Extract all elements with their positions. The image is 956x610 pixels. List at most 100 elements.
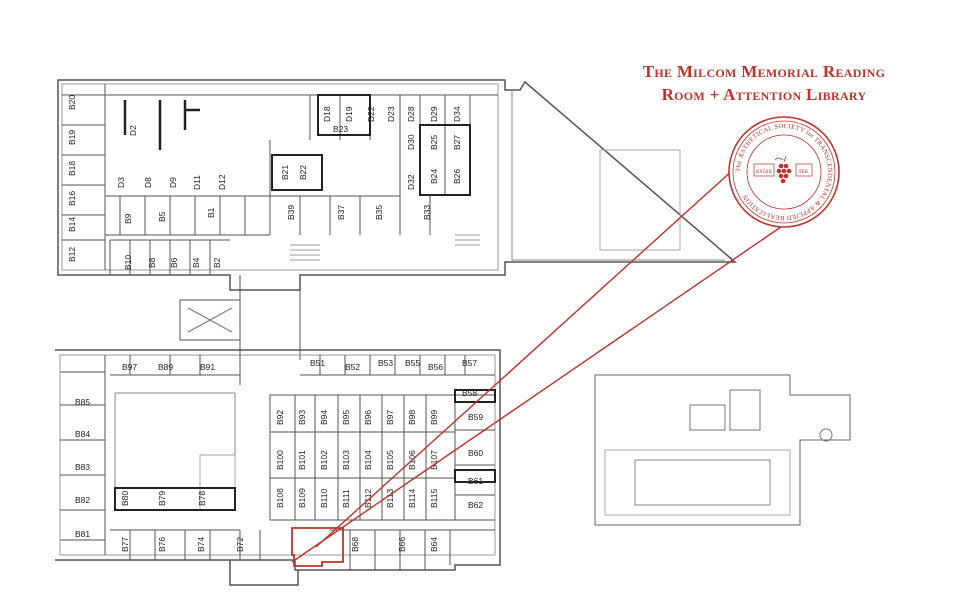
seal-left-tag: KSTAR: [756, 170, 773, 175]
room-label: B99: [429, 410, 439, 425]
room-label: B2: [212, 257, 222, 268]
room-label: B23: [333, 124, 348, 134]
room-label: D2: [128, 125, 138, 136]
room-label: B97: [122, 362, 137, 372]
map-title-line-2: Room + Attention Library: [661, 85, 867, 104]
room-label: D30: [406, 134, 416, 150]
room-label: B85: [75, 397, 90, 407]
room-label: B9: [123, 213, 133, 224]
room-label: B12: [67, 247, 77, 262]
room-label: B51: [310, 358, 325, 368]
room-label: B94: [319, 410, 329, 425]
room-label: B20: [67, 95, 77, 110]
room-label: B93: [297, 410, 307, 425]
society-seal-icon: The ÆSTHETICAL SOCIETY for TRANSCENDENTA…: [728, 116, 840, 228]
room-label: B83: [75, 462, 90, 472]
room-label: D9: [168, 177, 178, 188]
room-label: D8: [143, 177, 153, 188]
room-label: B26: [452, 169, 462, 184]
building-walls: [55, 79, 851, 586]
room-label: B102: [319, 450, 329, 470]
room-label: B57: [462, 358, 477, 368]
room-label: B95: [341, 410, 351, 425]
room-label: B104: [363, 450, 373, 470]
bold-rooms: [114, 94, 496, 511]
room-label: B91: [200, 362, 215, 372]
room-label: B72: [235, 537, 245, 552]
room-label: B81: [75, 529, 90, 539]
room-label: B56: [428, 362, 443, 372]
room-label: D32: [406, 174, 416, 190]
room-label: B112: [363, 489, 373, 508]
room-label: B37: [336, 205, 346, 220]
room-label: B89: [158, 362, 173, 372]
callout-line-lower: [291, 206, 811, 563]
room-label: B79: [157, 491, 167, 506]
room-label: B52: [345, 362, 360, 372]
room-label: B80: [120, 491, 130, 506]
room-label: B22: [298, 165, 308, 180]
room-label: B101: [297, 450, 307, 470]
room-label: B82: [75, 495, 90, 505]
room-label: B35: [374, 205, 384, 220]
room-label: B55: [405, 358, 420, 368]
room-label: B96: [363, 410, 373, 425]
room-label: D12: [217, 174, 227, 190]
room-label: B25: [429, 135, 439, 150]
room-label: D11: [192, 175, 202, 190]
map-title-line-1: The Milcom Memorial Reading: [642, 62, 886, 81]
room-label: B108: [275, 488, 285, 508]
room-label: B14: [67, 217, 77, 232]
room-label: B114: [407, 489, 417, 508]
room-label: B103: [341, 450, 351, 470]
room-label: B16: [67, 191, 77, 206]
room-label: D18: [322, 106, 332, 122]
room-label: B27: [452, 135, 462, 150]
seal-right-tag: SER.: [799, 170, 809, 175]
room-label: B78: [197, 491, 207, 506]
room-label: B53: [378, 358, 393, 368]
room-label: B4: [191, 257, 201, 268]
room-label: B61: [468, 476, 483, 486]
room-label: D34: [452, 106, 462, 122]
room-label: B64: [429, 537, 439, 552]
room-label: B18: [67, 161, 77, 176]
room-label: B60: [468, 448, 483, 458]
room-label: B24: [429, 169, 439, 184]
map-title: The Milcom Memorial Reading Room + Atten…: [614, 60, 914, 106]
room-label: B107: [429, 450, 439, 470]
room-labels: B20 B19 B18 B16 B14 B12 D2 D3 D8 D9 D11 …: [67, 95, 483, 552]
room-label: B100: [275, 450, 285, 470]
room-label: D22: [366, 106, 376, 122]
room-label: B66: [397, 537, 407, 552]
room-label: B33: [422, 205, 432, 220]
room-label: B68: [350, 537, 360, 552]
room-label: B111: [341, 489, 351, 508]
room-label: B10: [123, 255, 133, 270]
highlight-callout: [291, 149, 811, 567]
room-label: B74: [196, 537, 206, 552]
room-label: B8: [147, 257, 157, 268]
room-label: B39: [286, 205, 296, 220]
room-label: B109: [297, 488, 307, 508]
room-label: B97: [385, 410, 395, 425]
room-label: B21: [280, 165, 290, 180]
room-label: B62: [468, 500, 483, 510]
room-label: B92: [275, 410, 285, 425]
room-label: D29: [429, 106, 439, 122]
room-label: D23: [386, 106, 396, 122]
room-label: B98: [407, 410, 417, 425]
highlighted-room: [291, 527, 344, 567]
room-label: B105: [385, 450, 395, 470]
room-label: B59: [468, 412, 483, 422]
room-label: B5: [157, 211, 167, 222]
room-label: B76: [157, 537, 167, 552]
callout-line-upper: [315, 149, 756, 548]
room-label: D3: [116, 177, 126, 188]
room-label: B58: [462, 388, 477, 398]
room-label: B77: [120, 537, 130, 552]
grape-icon: [774, 155, 792, 184]
room-label: B19: [67, 130, 77, 145]
